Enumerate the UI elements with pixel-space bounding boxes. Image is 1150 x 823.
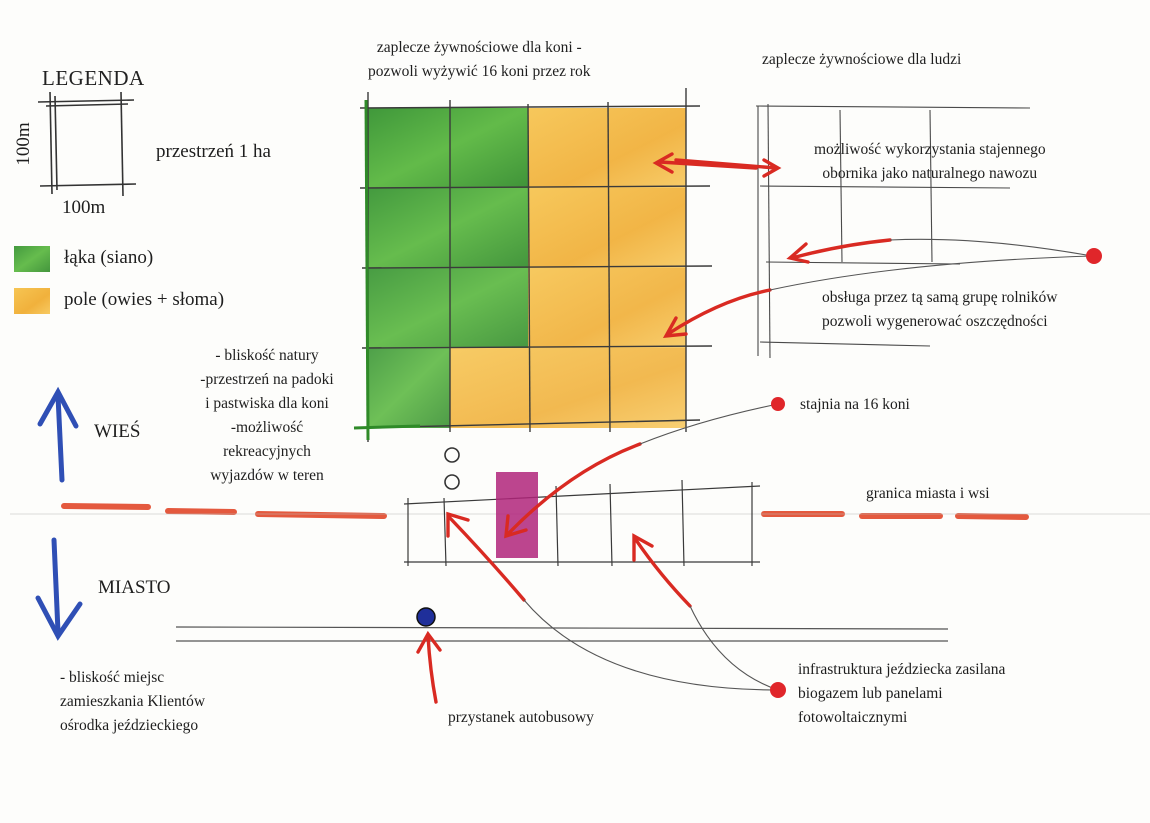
legend-horizontal-dimension: 100m <box>62 197 106 218</box>
annotation-arrows <box>416 152 892 704</box>
people-food-label: zaplecze żywnościowe dla ludzi <box>762 51 962 68</box>
village-benefits-text: - bliskość natury -przestrzeń na padoki … <box>200 347 334 484</box>
annotation-leader-lines <box>523 238 1093 691</box>
legend-field-label: pole (owies + słoma) <box>64 289 225 310</box>
legend-square-icon <box>37 91 137 197</box>
stable-label: stajnia na 16 koni <box>800 396 910 413</box>
equestrian-facility <box>403 479 761 567</box>
village-arrow-icon <box>37 386 79 483</box>
field-area <box>450 108 686 428</box>
farmers-label: obsługa przez tą samą grupę rolników poz… <box>822 289 1058 330</box>
road <box>175 626 949 642</box>
manure-label: możliwość wykorzystania stajennego oborn… <box>814 141 1046 182</box>
legend-vertical-dimension: 100m <box>13 122 34 166</box>
people-food-grid <box>755 103 1031 359</box>
horse-food-label: zaplecze żywnościowe dla koni - pozwoli … <box>368 39 591 80</box>
meadow-area <box>368 108 528 428</box>
border-line <box>61 503 1029 520</box>
bus-stop-label: przystanek autobusowy <box>448 709 594 726</box>
field-grid <box>353 88 713 442</box>
meadow-outline <box>353 99 421 441</box>
legend-meadow-label: łąka (siano) <box>64 247 154 268</box>
meadow-swatch-icon <box>14 246 50 272</box>
stable-building <box>496 472 538 558</box>
infrastructure-label: infrastruktura jeździecka zasilana bioga… <box>798 661 1006 726</box>
legend-area-label: przestrzeń 1 ha <box>156 141 271 162</box>
border-label: granica miasta i wsi <box>866 485 990 502</box>
field-swatch-icon <box>14 288 50 314</box>
village-label: WIEŚ <box>94 421 141 442</box>
bus-stop-marker <box>416 607 436 627</box>
city-arrow-icon <box>35 537 83 641</box>
city-benefits-text: - bliskość miejsc zamieszkania Klientów … <box>60 669 206 734</box>
silo-icons <box>444 447 460 490</box>
legend-title: LEGENDA <box>42 66 145 90</box>
city-label: MIASTO <box>98 577 171 598</box>
annotation-dots <box>770 248 1102 698</box>
